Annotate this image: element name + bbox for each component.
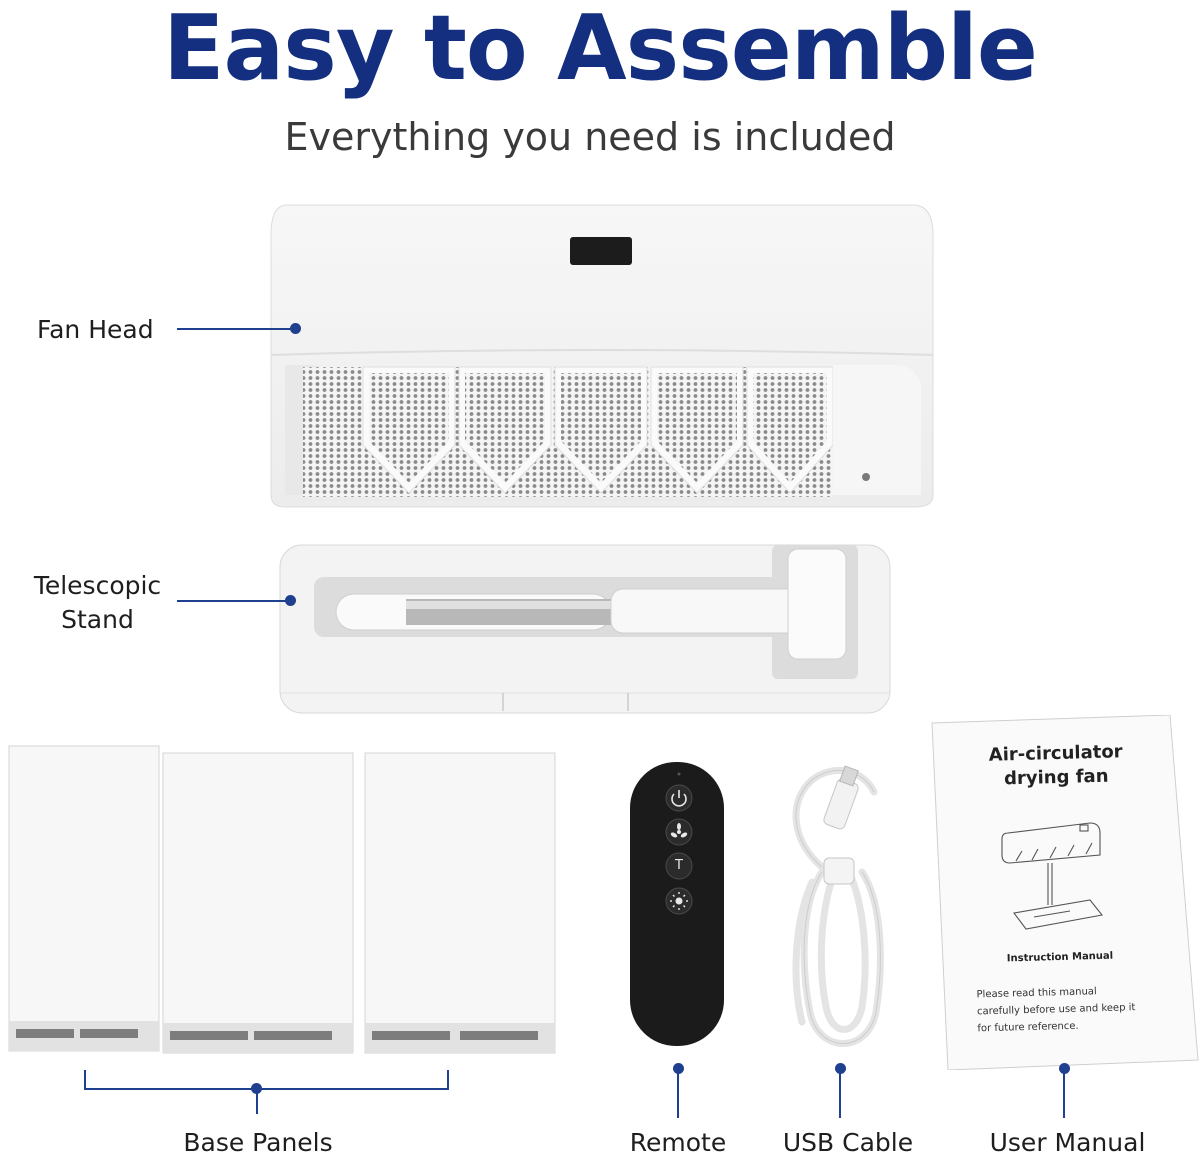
remote-timer-button-glyph: T (675, 858, 683, 873)
remote-image (628, 760, 728, 1050)
callout-label-usb-cable: USB Cable (782, 1128, 914, 1157)
telescopic-stand-image (278, 543, 893, 718)
bracket-base-line (84, 1088, 449, 1090)
user-manual-image (930, 715, 1200, 1070)
callout-line-fan-head (177, 328, 293, 330)
manual-note: Please read this manual carefully before… (976, 982, 1157, 1038)
callout-dot-telescopic-stand (285, 595, 296, 606)
manual-title: Air-circulator drying fan (967, 740, 1144, 793)
callout-label-fan-head: Fan Head (37, 315, 154, 344)
page-subtitle: Everything you need is included (284, 115, 896, 159)
fan-head-image (265, 195, 935, 510)
page-title: Easy to Assemble (163, 0, 1038, 101)
usb-cable-image (782, 762, 902, 1062)
base-panel-1 (8, 745, 163, 1055)
manual-title-line-1: Air-circulator (988, 741, 1123, 766)
bracket-right-tick (447, 1070, 449, 1090)
callout-line-telescopic-stand (177, 600, 289, 602)
callout-label-base-panels: Base Panels (183, 1128, 333, 1157)
base-panel-3 (364, 752, 559, 1057)
callout-label-telescopic-stand-line-1: Telescopic (33, 571, 162, 600)
callout-label-remote: Remote (629, 1128, 727, 1157)
callout-label-telescopic-stand: Telescopic Stand (30, 569, 165, 637)
callout-dot-base-panels (251, 1083, 262, 1094)
callout-line-usb-cable (839, 1068, 841, 1118)
callout-dot-fan-head (290, 323, 301, 334)
bracket-center-stem (256, 1088, 258, 1114)
base-panel-2 (162, 752, 357, 1057)
callout-line-user-manual (1063, 1068, 1065, 1118)
callout-line-remote (677, 1068, 679, 1118)
callout-label-telescopic-stand-line-2: Stand (61, 605, 134, 634)
manual-title-line-2: drying fan (1003, 765, 1109, 790)
bracket-left-tick (84, 1070, 86, 1090)
callout-label-user-manual: User Manual (989, 1128, 1146, 1157)
